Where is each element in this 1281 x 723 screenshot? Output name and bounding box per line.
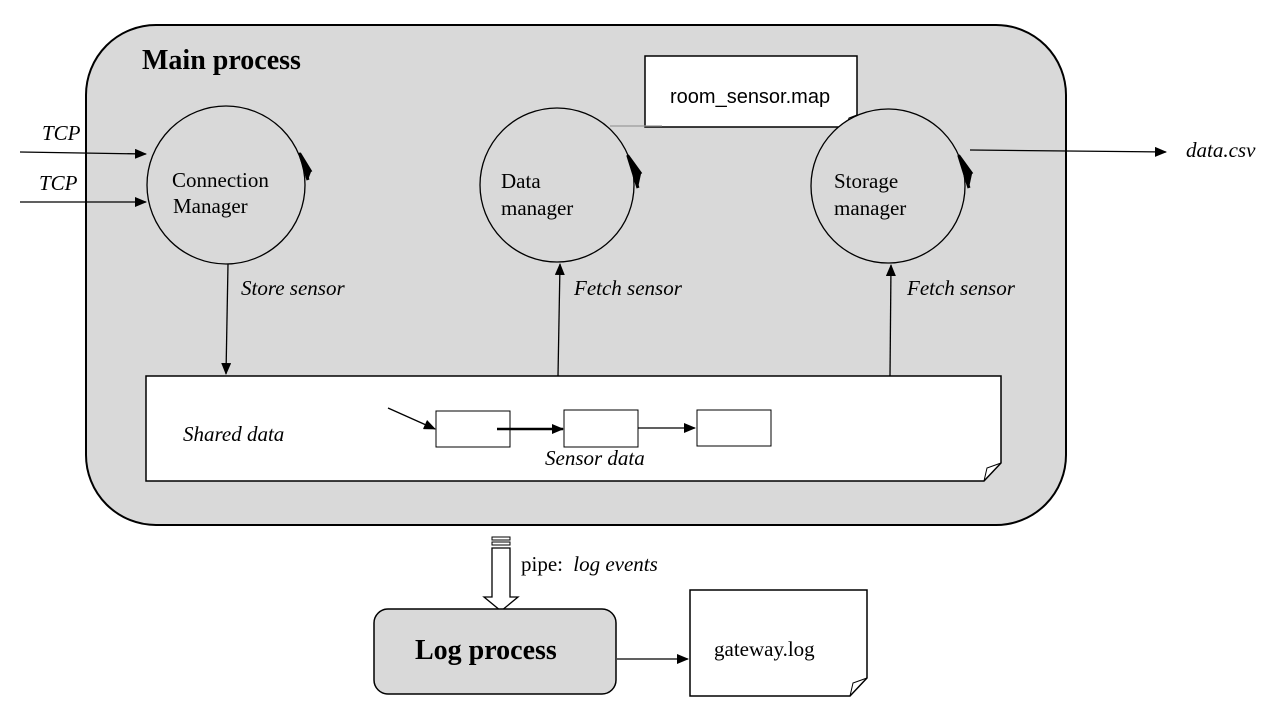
room-sensor-map-label: room_sensor.map [670, 86, 830, 108]
connection-manager-line2: Manager [173, 194, 248, 218]
list-head-arrow [387, 407, 436, 430]
room-sensor-map-file: room_sensor.map [644, 55, 858, 128]
pipe-arrow [482, 536, 520, 612]
tcp-label-1: TCP [42, 121, 81, 145]
sensor-data-label: Sensor data [545, 446, 645, 470]
data-manager-line1: Data [501, 169, 541, 193]
data-fetch-sensor-label: Fetch sensor [573, 276, 683, 300]
storage-manager-line2: manager [834, 196, 906, 220]
storage-fetch-sensor-arrow [885, 264, 896, 377]
gateway-log-label: gateway.log [714, 637, 815, 661]
main-process-title: Main process [142, 45, 301, 76]
store-sensor-label: Store sensor [241, 276, 345, 300]
log-process-box [373, 608, 617, 695]
data-manager-line2: manager [501, 196, 573, 220]
list-node-3 [696, 409, 772, 447]
pipe-events-label: log events [573, 552, 658, 576]
log-process-title: Log process [415, 635, 557, 666]
connection-manager-line1: Connection [172, 168, 269, 192]
connection-manager-node: Connection Manager [146, 105, 313, 265]
storage-manager-line1: Storage [834, 169, 898, 193]
tcp-label-2: TCP [39, 171, 78, 195]
data-manager-node: Data manager [479, 107, 643, 263]
sensor-data-list: Sensor data [387, 407, 772, 470]
pipe-prefix: pipe: [521, 552, 563, 576]
pipe-label: pipe: log events [521, 552, 658, 576]
gateway-log-file: gateway.log [689, 589, 868, 697]
shared-data-label: Shared data [183, 422, 284, 446]
storage-manager-node: Storage manager [810, 108, 974, 264]
store-sensor-arrow [221, 263, 232, 375]
storage-fetch-sensor-label: Fetch sensor [906, 276, 1016, 300]
data-csv-label: data.csv [1186, 138, 1256, 162]
list-node-2 [563, 409, 639, 448]
data-csv-arrow [969, 146, 1167, 157]
tcp-arrow-1 [19, 148, 147, 159]
data-fetch-sensor-arrow [554, 263, 565, 377]
